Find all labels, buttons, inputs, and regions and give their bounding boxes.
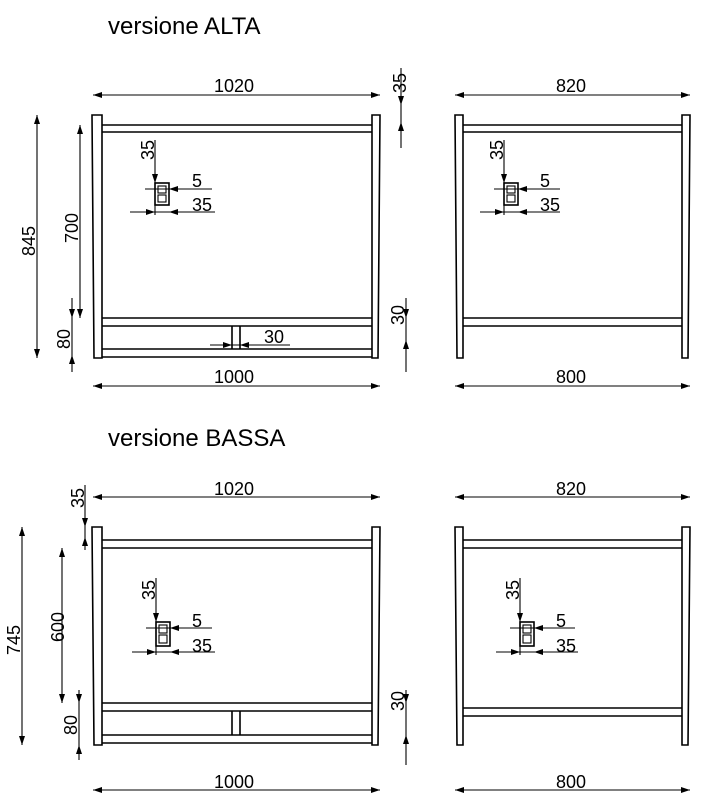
section-bassa: versione BASSA 1020 35 745	[4, 425, 691, 793]
dimension-label: 30	[388, 691, 408, 711]
dimension-label: 1020	[214, 76, 254, 96]
dimension-height-body: 700	[62, 125, 83, 318]
dimension-width-top: 820	[455, 76, 690, 98]
dimension-label: 35	[390, 73, 410, 93]
section-alta: versione ALTA 1020 35 845	[19, 13, 691, 389]
dimension-label: 5	[192, 171, 202, 191]
front-view-alta: 1020 35 845 700	[19, 68, 410, 389]
dimension-width-bottom: 800	[455, 772, 690, 793]
dimension-label: 80	[61, 715, 81, 735]
section-title-bassa: versione BASSA	[108, 425, 285, 452]
dimension-width-bottom: 1000	[93, 367, 380, 389]
dimension-label: 35	[68, 488, 88, 508]
profile-detail-side: 35 5 35	[496, 578, 578, 656]
dimension-label: 35	[192, 195, 212, 215]
dimension-height-base: 80	[54, 298, 75, 372]
cabinet-frame-front	[91, 114, 381, 359]
dimension-top-offset: 35	[390, 68, 410, 148]
dimension-label: 35	[556, 636, 576, 656]
dimension-height-body: 600	[48, 548, 68, 703]
dimension-label: 35	[540, 195, 560, 215]
dimension-label: 30	[264, 327, 284, 347]
dimension-width-top: 1020	[93, 479, 380, 500]
dimension-label: 800	[556, 367, 586, 387]
dimension-label: 1000	[214, 772, 254, 792]
dimension-label: 845	[19, 226, 39, 256]
dimension-label: 1000	[214, 367, 254, 387]
side-view-alta: 820 35 5	[454, 76, 691, 389]
dimension-label: 30	[388, 305, 408, 325]
dimension-label: 800	[556, 772, 586, 792]
dimension-label: 35	[139, 580, 159, 600]
dimension-width-top: 820	[455, 479, 690, 500]
dimension-shelf-gap: 30	[388, 690, 409, 765]
dimension-label: 5	[556, 611, 566, 631]
dimension-height-base: 80	[61, 690, 82, 760]
dimension-label: 820	[556, 479, 586, 499]
cabinet-frame-front	[91, 526, 381, 746]
dimension-label: 5	[192, 611, 202, 631]
dimension-height-total: 845	[19, 115, 40, 358]
profile-detail-front: 35 5 35	[132, 578, 215, 656]
profile-detail-front: 35 5 35	[130, 140, 215, 215]
dimension-width-bottom: 800	[455, 367, 690, 389]
dimension-label: 600	[48, 612, 68, 642]
dimension-label: 35	[138, 140, 158, 160]
dimension-width-top: 1020	[93, 76, 380, 98]
cabinet-frame-side	[454, 114, 691, 359]
side-view-bassa: 820 35 5	[454, 479, 691, 793]
dimension-top-offset: 35	[68, 485, 88, 550]
dimension-label: 700	[62, 213, 82, 243]
section-title-alta: versione ALTA	[108, 13, 261, 40]
dimension-shelf-gap: 30	[388, 298, 409, 372]
dimension-label: 1020	[214, 479, 254, 499]
dimension-label: 35	[487, 140, 507, 160]
dimension-label: 820	[556, 76, 586, 96]
dimension-height-total: 745	[4, 527, 25, 745]
dimension-width-bottom: 1000	[93, 772, 380, 793]
dimension-label: 35	[192, 636, 212, 656]
profile-detail-side: 35 5 35	[480, 140, 560, 215]
dimension-label: 745	[4, 625, 24, 655]
dimension-center-gap: 30	[210, 327, 290, 348]
dimension-label: 35	[503, 580, 523, 600]
cabinet-frame-side	[454, 526, 691, 746]
dimension-label: 80	[54, 329, 74, 349]
front-view-bassa: 1020 35 745 600	[4, 479, 409, 793]
dimension-label: 5	[540, 171, 550, 191]
